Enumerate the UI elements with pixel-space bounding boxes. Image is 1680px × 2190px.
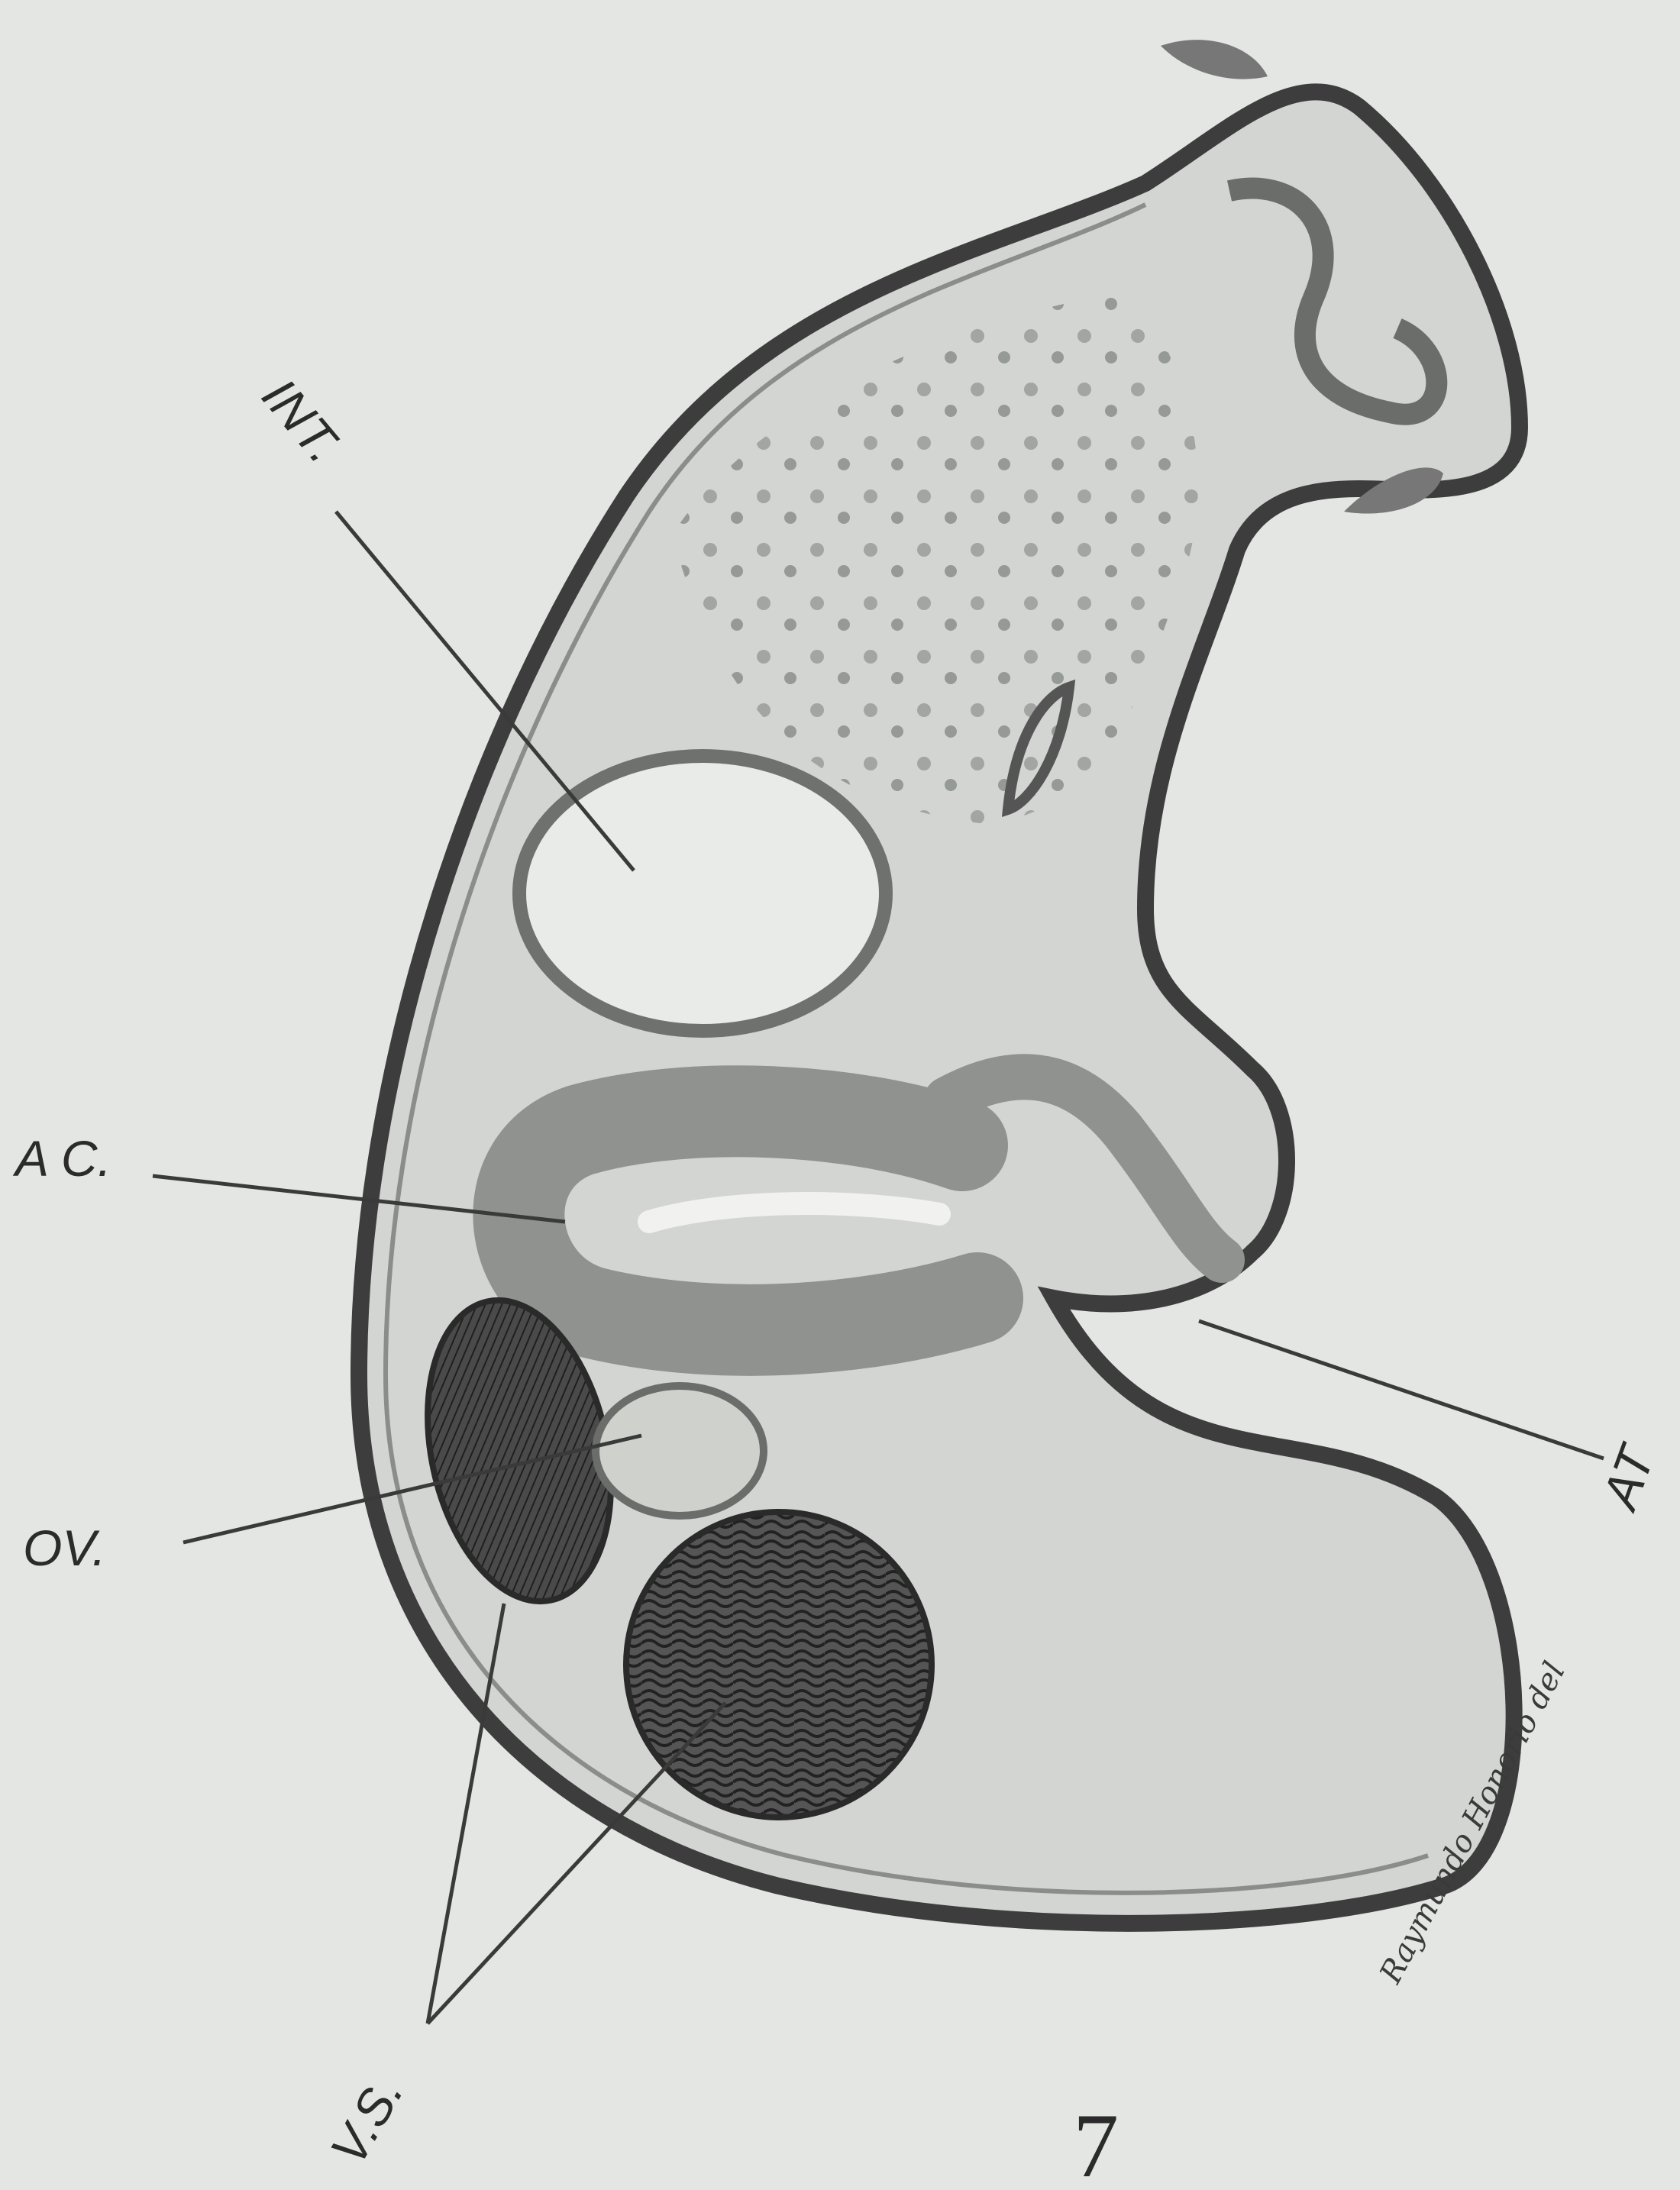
label-vitelline: V.S. bbox=[319, 2066, 414, 2174]
ovary bbox=[596, 1386, 764, 1516]
label-ovary: OV. bbox=[23, 1520, 106, 1576]
vitelline-gland-2 bbox=[626, 1512, 932, 1817]
figure-number: 7 bbox=[1073, 2095, 1119, 2190]
label-acetabulum: A C. bbox=[12, 1130, 111, 1187]
label-intestine: INT. bbox=[251, 367, 353, 473]
label-atrium: AT bbox=[1590, 1436, 1666, 1518]
spine-top bbox=[1161, 40, 1268, 79]
